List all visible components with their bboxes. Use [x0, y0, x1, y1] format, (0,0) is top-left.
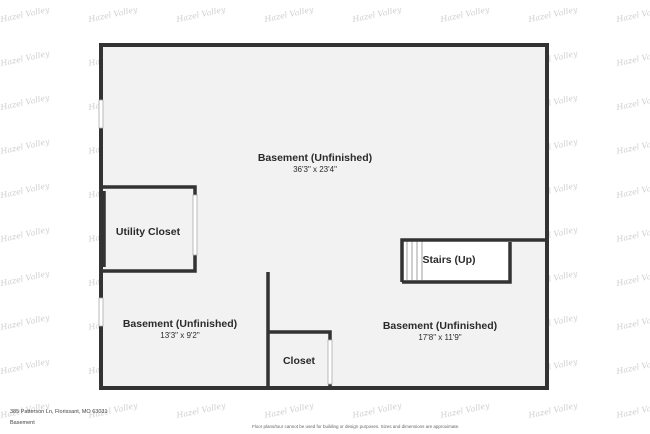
room-dimensions: 36'3" x 23'4": [293, 165, 337, 175]
room-name: Basement (Unfinished): [382, 320, 498, 332]
disclaimer: Floor plans/tour cannot be used for buil…: [252, 424, 460, 429]
property-address: 385 Patterson Ln, Florissant, MO 63031: [10, 409, 108, 415]
room-dimensions: 13'3" x 9'2": [160, 331, 200, 341]
window: [98, 297, 104, 327]
room-dimensions: 17'8" x 11'9": [418, 333, 462, 343]
room-name: Utility Closet: [115, 226, 181, 238]
exterior-wall: [99, 43, 549, 390]
utility-closet-wall: [101, 255, 197, 273]
room-label-basement-left: Basement (Unfinished) 13'3" x 9'2": [110, 318, 250, 341]
stairs-area: [402, 240, 510, 280]
room-name: Basement (Unfinished): [257, 152, 373, 164]
stairs-wall: [400, 238, 547, 282]
window: [98, 99, 104, 129]
utility-closet-door: [192, 194, 198, 256]
utility-closet-wall: [101, 185, 197, 195]
floor-label: Basement: [10, 420, 35, 426]
room-name: Stairs (Up): [422, 254, 476, 266]
room-name: Closet: [282, 355, 316, 367]
room-label-closet: Closet: [270, 355, 328, 368]
room-label-main-basement: Basement (Unfinished) 36'3" x 23'4": [240, 152, 390, 175]
room-name: Basement (Unfinished): [122, 318, 238, 330]
stairs-wall: [402, 242, 512, 284]
closet-door: [327, 339, 333, 385]
room-label-stairs: Stairs (Up): [412, 254, 486, 267]
closet-wall: [268, 330, 332, 340]
room-label-utility-closet: Utility Closet: [104, 226, 192, 239]
stair-treads: [406, 240, 423, 280]
room-label-basement-right: Basement (Unfinished) 17'8" x 11'9": [370, 320, 510, 343]
